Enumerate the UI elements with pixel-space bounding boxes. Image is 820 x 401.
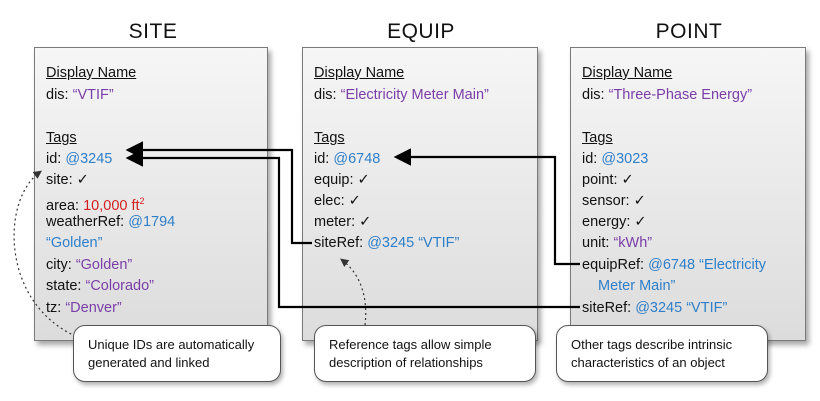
site-weatherref-str: “Golden” <box>46 235 103 251</box>
site-card: Display Name dis: “VTIF” Tags id: @3245 … <box>34 47 268 341</box>
site-title: SITE <box>128 20 178 43</box>
point-siteref-row: siteRef: @3245 “VTIF” <box>582 299 727 317</box>
point-unit-key: unit: <box>582 235 610 251</box>
equip-siteref-key: siteRef: <box>314 235 364 251</box>
callout-unique-ids: Unique IDs are automatically generated a… <box>73 325 281 382</box>
site-id-row: id: @3245 <box>46 150 112 168</box>
site-weatherref-key: weatherRef: <box>46 214 125 230</box>
site-tz-value: “Denver” <box>65 300 122 316</box>
site-site-key: site: <box>46 172 73 188</box>
site-area-value: 10,000 ft <box>83 197 140 214</box>
site-display-name-label: Display Name <box>46 65 137 81</box>
callout-other-tags: Other tags describe intrinsic characteri… <box>556 325 768 382</box>
point-card: Display Name dis: “Three-Phase Energy” T… <box>570 47 806 341</box>
point-point-row: point: ✓ <box>582 171 634 189</box>
site-site-row: site: ✓ <box>46 171 89 189</box>
site-dis-key: dis: <box>46 87 69 103</box>
site-area-key: area: <box>46 197 80 214</box>
site-id-value: @3245 <box>65 151 113 167</box>
site-dis-row: dis: “VTIF” <box>46 86 114 104</box>
callout-unique-ids-line1: Unique IDs are automatically <box>88 337 255 352</box>
point-equipref-value2: Meter Main” <box>598 278 676 294</box>
site-city-value: “Golden” <box>75 257 133 273</box>
point-id-key: id: <box>582 151 598 167</box>
point-point-key: point: <box>582 172 618 188</box>
check-icon: ✓ <box>348 193 361 209</box>
callout-other-tags-line2: characteristics of an object <box>571 355 725 370</box>
equip-id-key: id: <box>314 151 330 167</box>
point-unit-value: “kWh” <box>613 235 653 251</box>
point-dis-key: dis: <box>582 87 605 103</box>
check-icon: ✓ <box>359 214 372 230</box>
equip-equip-key: equip: <box>314 172 354 188</box>
callout-reference-tags-line1: Reference tags allow simple <box>329 337 492 352</box>
check-icon: ✓ <box>634 214 647 230</box>
point-siteref-key: siteRef: <box>582 300 632 316</box>
equip-dis-row: dis: “Electricity Meter Main” <box>314 86 489 104</box>
site-weatherref-row: weatherRef: @1794 <box>46 213 175 231</box>
equip-siteref-value: @3245 “VTIF” <box>367 235 460 251</box>
check-icon: ✓ <box>76 172 89 188</box>
site-state-key: state: <box>46 278 82 294</box>
equip-display-name-label: Display Name <box>314 65 405 81</box>
point-unit-row: unit: “kWh” <box>582 234 652 252</box>
equip-equip-row: equip: ✓ <box>314 171 370 189</box>
point-dis-value: “Three-Phase Energy” <box>608 87 753 103</box>
equip-elec-row: elec: ✓ <box>314 192 361 210</box>
callout-other-tags-line1: Other tags describe intrinsic <box>571 337 733 352</box>
point-dis-row: dis: “Three-Phase Energy” <box>582 86 752 104</box>
point-tags-label: Tags <box>582 130 613 146</box>
site-dis-value: “VTIF” <box>72 87 114 103</box>
equip-id-value: @6748 <box>333 151 381 167</box>
callout-unique-ids-line2: generated and linked <box>88 355 210 370</box>
point-energy-row: energy: ✓ <box>582 213 647 231</box>
check-icon: ✓ <box>633 193 646 209</box>
equip-tags-label: Tags <box>314 130 345 146</box>
callout-reference-tags-line2: description of relationships <box>329 355 483 370</box>
equip-card: Display Name dis: “Electricity Meter Mai… <box>302 47 538 341</box>
site-state-value: “Colorado” <box>85 278 155 294</box>
equip-elec-key: elec: <box>314 193 345 209</box>
equip-id-row: id: @6748 <box>314 150 380 168</box>
point-title: POINT <box>655 20 723 43</box>
site-area-sup: 2 <box>139 196 145 206</box>
check-icon: ✓ <box>357 172 370 188</box>
point-id-row: id: @3023 <box>582 150 648 168</box>
site-tags-label: Tags <box>46 130 77 146</box>
callout-reference-tags: Reference tags allow simple description … <box>314 325 536 382</box>
site-weatherref-value: @1794 <box>128 214 176 230</box>
site-city-row: city: “Golden” <box>46 256 132 274</box>
site-city-key: city: <box>46 257 72 273</box>
point-sensor-row: sensor: ✓ <box>582 192 646 210</box>
point-equipref-key: equipRef: <box>582 257 645 273</box>
site-id-key: id: <box>46 151 62 167</box>
point-siteref-value: @3245 “VTIF” <box>635 300 728 316</box>
check-icon: ✓ <box>621 172 634 188</box>
point-display-name-label: Display Name <box>582 65 673 81</box>
equip-dis-key: dis: <box>314 87 337 103</box>
equip-dis-value: “Electricity Meter Main” <box>340 87 489 103</box>
equip-meter-key: meter: <box>314 214 356 230</box>
equip-meter-row: meter: ✓ <box>314 213 371 231</box>
site-tz-row: tz: “Denver” <box>46 299 122 317</box>
equip-siteref-row: siteRef: @3245 “VTIF” <box>314 234 459 252</box>
equip-title: EQUIP <box>387 20 455 43</box>
point-id-value: @3023 <box>601 151 649 167</box>
point-sensor-key: sensor: <box>582 193 630 209</box>
site-tz-key: tz: <box>46 300 62 316</box>
point-equipref-value: @6748 “Electricity <box>648 257 766 273</box>
site-state-row: state: “Colorado” <box>46 277 154 295</box>
site-area-row: area: 10,000 ft2 <box>46 192 145 215</box>
point-equipref-row: equipRef: @6748 “Electricity <box>582 256 766 274</box>
point-energy-key: energy: <box>582 214 631 230</box>
